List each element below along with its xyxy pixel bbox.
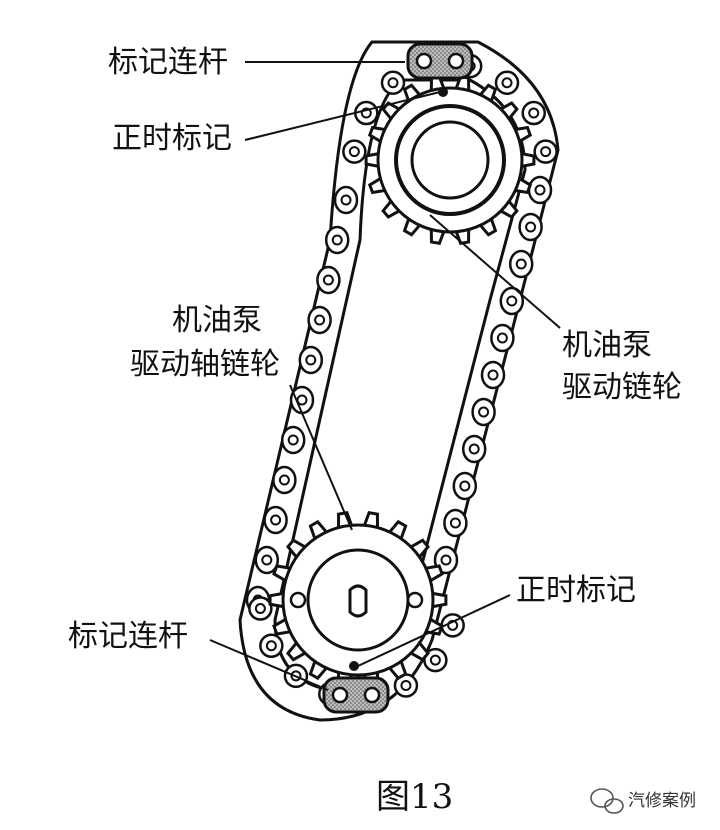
chain-link [380, 70, 406, 96]
chain-link [272, 465, 297, 495]
chain-link [499, 286, 525, 316]
chain-link [259, 633, 284, 659]
chain-links [245, 53, 558, 710]
chain-link [480, 360, 506, 390]
chain-link [443, 508, 468, 538]
chain-link [316, 265, 341, 295]
chain-link [280, 425, 306, 455]
figure-caption: 图13 [376, 777, 453, 817]
oil-pump-drive-sprocket [364, 74, 536, 246]
wechat-icon [590, 788, 624, 814]
label-top-link-mark: 标记连杆 [108, 45, 228, 80]
chain-link [533, 139, 558, 164]
chain-link [490, 323, 515, 353]
bottom-timing-mark-dot [349, 661, 359, 671]
leader-lines [209, 61, 561, 691]
label-top-timing-mark: 正时标记 [112, 121, 232, 156]
chain-link [471, 397, 496, 427]
chain-link [494, 70, 520, 96]
label-right-sprocket-line1: 机油泵 [562, 328, 652, 363]
top-marked-link [406, 42, 474, 80]
watermark-text: 汽修案例 [628, 791, 696, 811]
label-bottom-link-mark: 标记连杆 [68, 619, 188, 654]
label-bottom-timing-mark: 正时标记 [516, 573, 636, 608]
chain-link [461, 434, 487, 464]
chain-link [324, 225, 350, 255]
chain-link [263, 505, 288, 535]
label-left-sprocket-line1: 机油泵 [172, 303, 262, 338]
chain-link [298, 345, 324, 375]
label-left-sprocket-line2: 驱动轴链轮 [130, 347, 280, 382]
chain-link [452, 471, 478, 501]
chain-link [521, 100, 546, 126]
chain-link [508, 249, 534, 279]
chain-link [248, 596, 273, 621]
chain-link [333, 185, 359, 215]
chain-link [342, 139, 367, 164]
bottom-marked-link [322, 676, 390, 714]
chain-link [254, 545, 280, 575]
chain-link [393, 673, 419, 698]
oil-pump-drive-shaft-sprocket [268, 511, 448, 689]
top-timing-mark-dot [438, 87, 448, 97]
chain-link [527, 175, 553, 205]
chain-link [423, 647, 448, 673]
chain-link [307, 305, 332, 335]
label-right-sprocket-line2: 驱动链轮 [562, 370, 682, 405]
chain-link [289, 385, 315, 415]
chain-link [518, 212, 543, 242]
